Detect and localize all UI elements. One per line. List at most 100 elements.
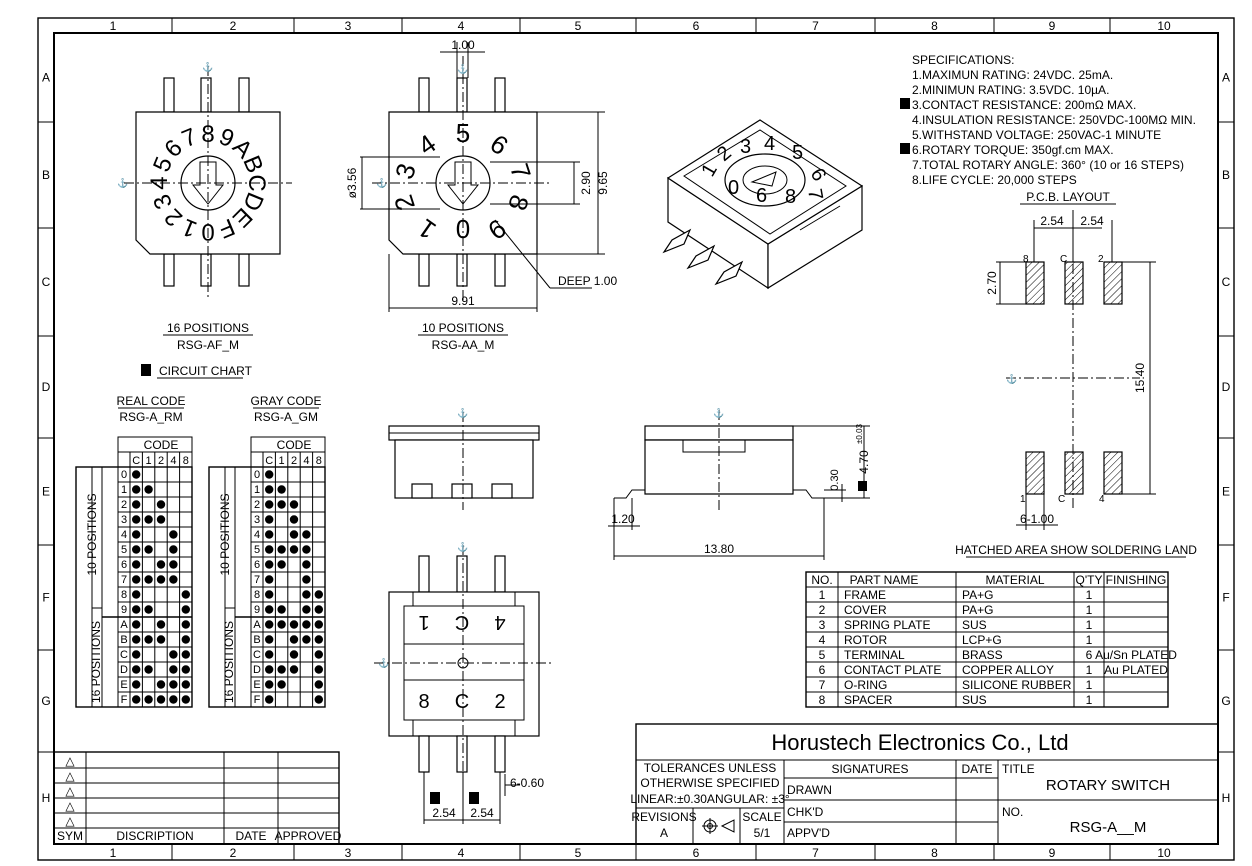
zone-row-label: A — [42, 71, 50, 85]
svg-text:8: 8 — [785, 186, 796, 208]
number-label: NO. — [1002, 805, 1023, 819]
position-label: 9 — [254, 604, 260, 616]
part-number: 3 — [819, 618, 826, 632]
contact-dot — [132, 575, 141, 584]
center-mark: ⚓ — [457, 541, 468, 552]
dim-label: 1.20 — [611, 512, 635, 526]
code-column-header: 2 — [158, 455, 164, 467]
tolerance-line: TOLERANCES UNLESS — [644, 761, 777, 775]
contact-dot — [156, 575, 166, 584]
contact-dot — [302, 575, 311, 584]
part-number: 5 — [819, 648, 826, 662]
zone-row-label: E — [1222, 485, 1230, 499]
contact-dot — [277, 680, 286, 689]
part-material: LCP+G — [962, 633, 1002, 647]
dim-label: 1.00 — [451, 38, 475, 52]
parts-header: FINISHING — [1106, 573, 1167, 587]
circuit-chart: CIRCUIT CHART REAL CODE RSG-A_RM GRAY CO… — [75, 364, 326, 708]
part-material: COPPER ALLOY — [962, 663, 1054, 677]
side-view: ⚓ — [388, 407, 540, 510]
zone-column-label: 1 — [110, 846, 117, 860]
revision-symbol: △ — [65, 754, 75, 768]
contact-dot — [265, 590, 274, 599]
contact-dot — [132, 665, 141, 674]
center-mark: ⚓ — [378, 657, 389, 668]
position-label: 6 — [254, 559, 260, 571]
revisions-table: △ △ △ △ △ SYM DISCRIPTION DATE APPROVED — [53, 751, 342, 845]
position-group-label: 10 POSITIONS — [85, 493, 99, 575]
dim-label: 6-0.60 — [510, 776, 544, 790]
contact-dot — [314, 605, 323, 614]
signatures-label: SIGNATURES — [831, 762, 908, 776]
approved-label: APPV'D — [787, 826, 830, 840]
contact-dot — [144, 545, 153, 554]
position-label: A — [120, 619, 128, 631]
spec-marker — [900, 143, 910, 154]
position-label: E — [253, 679, 260, 691]
dim-label: ø3.56 — [345, 167, 359, 198]
bottom-view: ⚓ ⚓ 1 C 4 8 C 2 6-0.60 2.54 2.54 — [374, 541, 552, 824]
pin-label: C — [1060, 254, 1067, 265]
contact-dot — [156, 620, 166, 629]
chart-title: GRAY CODE — [251, 394, 322, 408]
contact-dot — [181, 695, 190, 704]
part-finishing: Au/Sn PLATED — [1095, 648, 1177, 662]
contact-dot — [302, 530, 311, 539]
zone-column-label: 6 — [693, 846, 700, 860]
contact-dot — [144, 485, 153, 494]
contact-dot — [144, 575, 153, 584]
tolerance-line: OTHERWISE SPECIFIED — [640, 776, 779, 790]
col-header: DATE — [235, 829, 266, 843]
contact-dot — [265, 470, 274, 479]
code-column-header: 4 — [170, 455, 176, 467]
contact-dot — [277, 485, 286, 494]
pin-label: 8 — [1023, 254, 1029, 265]
contact-dot — [169, 695, 178, 704]
dial-label: 4 — [146, 176, 173, 189]
zone-row-label: D — [1222, 380, 1231, 394]
svg-text:4: 4 — [764, 133, 775, 155]
spec-item: 2.MINIMUN RATING: 3.5VDC. 10µA. — [912, 83, 1109, 97]
zone-column-label: 3 — [345, 19, 352, 33]
code-header: CODE — [277, 438, 312, 452]
contact-dot — [156, 560, 166, 569]
part-material: SUS — [962, 693, 987, 707]
contact-dot — [265, 695, 274, 704]
contact-dot — [181, 665, 190, 674]
code-column-header: 8 — [183, 455, 189, 467]
pin-label: 4 — [1099, 494, 1105, 505]
svg-text:5: 5 — [792, 142, 803, 164]
specifications: SPECIFICATIONS: 1.MAXIMUN RATING: 24VDC.… — [900, 53, 1196, 187]
contact-dot — [132, 650, 141, 659]
center-mark: ⚓ — [457, 407, 468, 418]
position-label: A — [253, 619, 261, 631]
part-material: PA+G — [962, 588, 993, 602]
contact-dot — [302, 620, 311, 629]
contact-dot — [132, 485, 141, 494]
contact-dot — [265, 605, 274, 614]
contact-dot — [169, 680, 178, 689]
part-quantity: 1 — [1086, 678, 1093, 692]
contact-dot — [132, 560, 141, 569]
zone-column-label: 4 — [458, 19, 465, 33]
position-label: 0 — [121, 469, 127, 481]
part-material: BRASS — [962, 648, 1003, 662]
zone-column-label: 5 — [575, 846, 582, 860]
contact-dot — [265, 650, 274, 659]
spec-item: 4.INSULATION RESISTANCE: 250VDC-100MΩ MI… — [912, 113, 1196, 127]
part-number: 8 — [819, 693, 826, 707]
code-header: CODE — [144, 438, 179, 452]
parts-header: NO. — [811, 573, 832, 587]
terminal-label: 1 — [418, 611, 429, 633]
pin-label: C — [1058, 494, 1065, 505]
contact-dot — [169, 575, 178, 584]
contact-dot — [156, 500, 166, 509]
dim-label: 2.54 — [1040, 214, 1064, 228]
center-mark: ⚓ — [1006, 373, 1017, 384]
drawing-number: RSG-A__M — [1070, 819, 1147, 836]
contact-dot — [132, 500, 141, 509]
contact-dot — [181, 605, 190, 614]
